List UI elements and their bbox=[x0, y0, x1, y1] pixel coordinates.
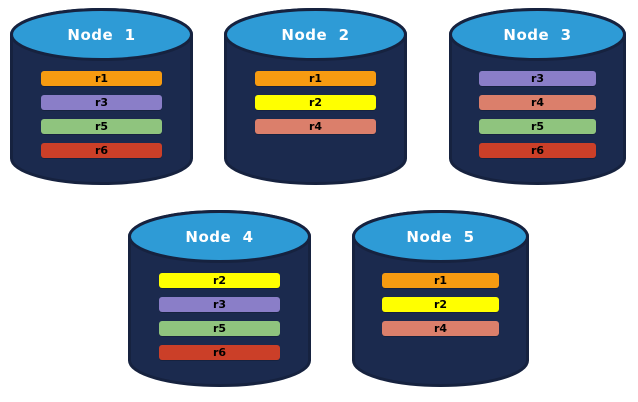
replica-bar-r6[interactable]: r6 bbox=[479, 143, 596, 158]
replica-bar-r3[interactable]: r3 bbox=[479, 71, 596, 86]
replica-bar-r5[interactable]: r5 bbox=[41, 119, 162, 134]
replica-bar-r4[interactable]: r4 bbox=[479, 95, 596, 110]
cylinder-top bbox=[224, 8, 407, 61]
cylinder-top bbox=[128, 210, 311, 263]
replica-label: r3 bbox=[94, 96, 109, 109]
replica-label: r2 bbox=[308, 96, 323, 109]
replica-label: r5 bbox=[530, 120, 545, 133]
replica-label: r4 bbox=[308, 120, 323, 133]
replica-bar-r1[interactable]: r1 bbox=[255, 71, 376, 86]
replica-label: r3 bbox=[530, 72, 545, 85]
replica-bar-r2[interactable]: r2 bbox=[255, 95, 376, 110]
replica-label: r5 bbox=[94, 120, 109, 133]
replica-label: r4 bbox=[433, 322, 448, 335]
replica-bar-r6[interactable]: r6 bbox=[159, 345, 280, 360]
replica-list: r1 r2 r4 bbox=[352, 273, 529, 336]
replica-bar-r4[interactable]: r4 bbox=[255, 119, 376, 134]
replica-label: r5 bbox=[212, 322, 227, 335]
replica-bar-r6[interactable]: r6 bbox=[41, 143, 162, 158]
replica-label: r6 bbox=[212, 346, 227, 359]
replica-bar-r2[interactable]: r2 bbox=[159, 273, 280, 288]
replica-bar-r5[interactable]: r5 bbox=[479, 119, 596, 134]
replica-list: r2 r3 r5 r6 bbox=[128, 273, 311, 360]
replica-bar-r1[interactable]: r1 bbox=[382, 273, 499, 288]
replica-bar-r4[interactable]: r4 bbox=[382, 321, 499, 336]
replica-list: r1 r3 r5 r6 bbox=[10, 71, 193, 158]
replica-label: r6 bbox=[94, 144, 109, 157]
replica-label: r1 bbox=[433, 274, 448, 287]
replica-label: r6 bbox=[530, 144, 545, 157]
cylinder-top bbox=[10, 8, 193, 61]
replica-label: r2 bbox=[212, 274, 227, 287]
replica-bar-r5[interactable]: r5 bbox=[159, 321, 280, 336]
replica-label: r1 bbox=[94, 72, 109, 85]
replica-list: r3 r4 r5 r6 bbox=[449, 71, 626, 158]
replica-bar-r1[interactable]: r1 bbox=[41, 71, 162, 86]
replica-bar-r3[interactable]: r3 bbox=[41, 95, 162, 110]
replica-list: r1 r2 r4 bbox=[224, 71, 407, 134]
replica-label: r4 bbox=[530, 96, 545, 109]
replica-bar-r3[interactable]: r3 bbox=[159, 297, 280, 312]
cylinder-top bbox=[449, 8, 626, 61]
replica-label: r3 bbox=[212, 298, 227, 311]
cylinder-top bbox=[352, 210, 529, 263]
replica-label: r1 bbox=[308, 72, 323, 85]
replica-bar-r2[interactable]: r2 bbox=[382, 297, 499, 312]
replica-label: r2 bbox=[433, 298, 448, 311]
